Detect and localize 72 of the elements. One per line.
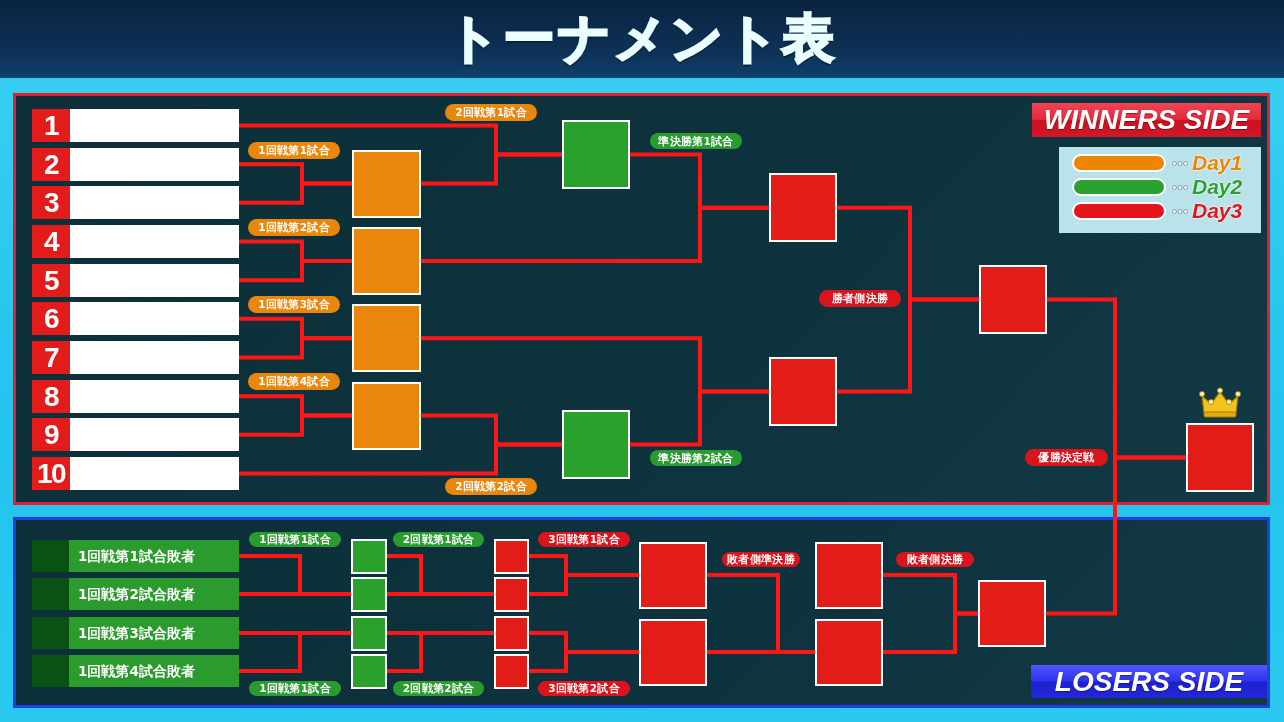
round-label: 2回戦第2試合 (445, 478, 537, 495)
bracket-line (239, 413, 352, 437)
round-label: 1回戦第2試合 (248, 219, 340, 236)
bracket-line (239, 181, 352, 205)
match-box (815, 541, 883, 609)
side-banner: WINNERS SIDE (1032, 103, 1261, 137)
match-box (979, 265, 1047, 334)
round-label: 勝者側決勝 (819, 290, 901, 307)
round-label: 2回戦第2試合 (393, 681, 484, 696)
match-box (1186, 423, 1254, 492)
match-box (769, 356, 837, 426)
bracket-line (239, 258, 352, 283)
match-box (815, 618, 883, 686)
legend-label: Day2 (1192, 175, 1243, 199)
entry-slot (32, 578, 239, 610)
bracket-line (421, 152, 562, 186)
bracket-line (529, 573, 639, 596)
entry-slot (32, 655, 239, 687)
slot-label: 1回戦第4試合敗者 (69, 655, 239, 687)
match-box (352, 304, 421, 373)
bracket-line (883, 611, 978, 654)
bracket-line (529, 650, 639, 673)
round-label: 準決勝第1試合 (650, 133, 742, 149)
match-box (769, 173, 837, 243)
match-box (978, 580, 1046, 647)
side-banner: LOSERS SIDE (1031, 665, 1267, 698)
round-label: 準決勝第2試合 (650, 450, 742, 466)
round-label: 1回戦第1試合 (248, 142, 340, 159)
round-label: 敗者側準決勝 (722, 552, 800, 567)
round-label: 2回戦第1試合 (445, 104, 537, 121)
bracket-line (1046, 455, 1186, 616)
entry-slot (32, 540, 239, 572)
bracket-line (239, 442, 562, 476)
round-label: 1回戦第1試合 (249, 681, 341, 696)
match-box (494, 576, 529, 612)
round-label: 1回戦第3試合 (248, 296, 340, 313)
match-box (494, 538, 529, 574)
bracket-line (239, 631, 351, 635)
round-label: 3回戦第1試合 (538, 532, 630, 547)
round-label: 3回戦第2試合 (538, 681, 630, 696)
bracket-line (239, 592, 351, 596)
slot-label: 1回戦第1試合敗者 (69, 540, 239, 572)
round-label: 敗者側決勝 (896, 552, 974, 567)
match-box (639, 541, 707, 609)
bracket-panel (13, 93, 1270, 505)
match-box (639, 618, 707, 686)
round-label: 1回戦第4試合 (248, 373, 340, 390)
match-box (494, 615, 529, 651)
match-box (351, 615, 387, 651)
bracket-line (837, 297, 979, 394)
match-box (352, 381, 421, 450)
legend-label: Day3 (1192, 199, 1243, 223)
match-box (352, 149, 421, 218)
round-label: 優勝決定戦 (1025, 449, 1108, 466)
bracket-line (421, 205, 769, 263)
slot-label: 1回戦第2試合敗者 (69, 578, 239, 610)
match-box (562, 120, 630, 189)
match-box (494, 653, 529, 689)
legend-label: Day1 (1192, 151, 1243, 175)
match-box (351, 653, 387, 689)
match-box (351, 538, 387, 574)
round-label: 2回戦第1試合 (393, 532, 484, 547)
match-box (352, 226, 421, 295)
match-box (562, 410, 630, 479)
bracket-line (630, 389, 769, 447)
bracket-line (239, 336, 352, 360)
round-label: 1回戦第1試合 (249, 532, 341, 547)
bracket-panel (13, 517, 1270, 708)
match-box (351, 576, 387, 612)
slot-label: 1回戦第3試合敗者 (69, 617, 239, 649)
page-title: トーナメント表 (447, 7, 837, 70)
entry-slot (32, 617, 239, 649)
